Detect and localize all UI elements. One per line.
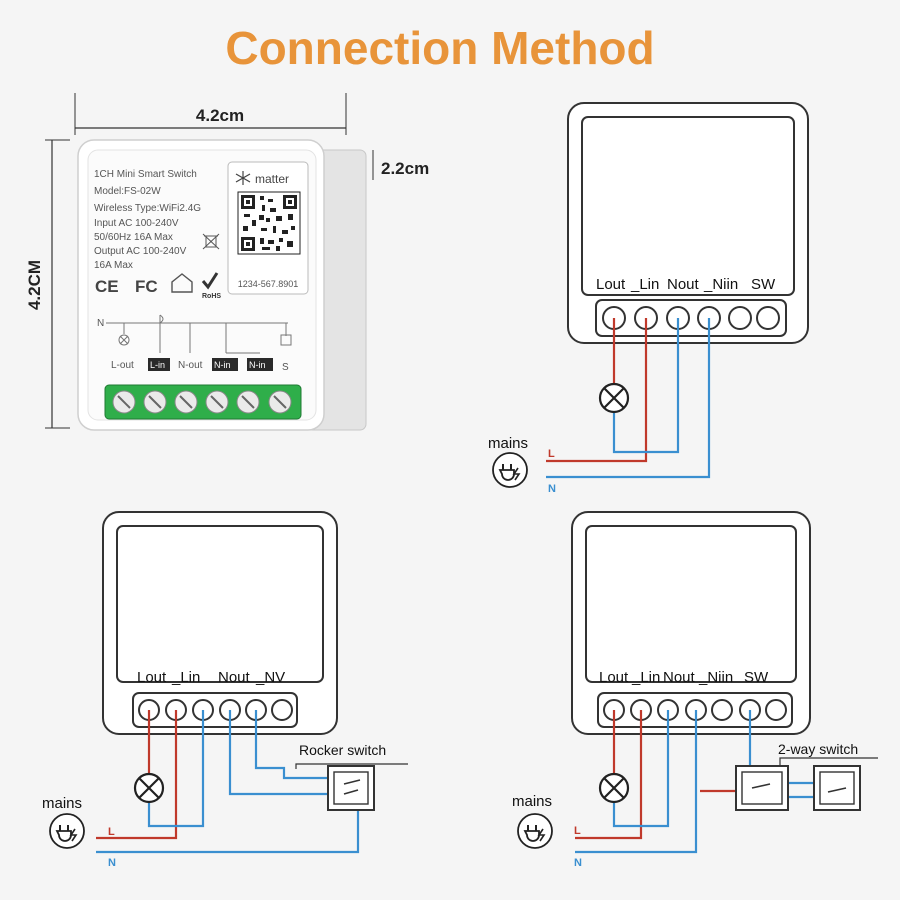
live-label: L [548,448,555,460]
lamp-icon [133,772,165,804]
serial-number: 1234-567.8901 [238,279,299,289]
switch-small-icon [280,334,292,346]
terminal-label-4: N-in [214,360,231,370]
label-lin: _Lin [630,276,659,293]
neutral-label: N [108,857,116,869]
label-nout: Nout [663,669,696,686]
device-input2: 50/60Hz 16A Max [94,232,173,243]
page-title: Connection Method [225,22,654,74]
bin-icon [202,233,220,250]
2way-switch-b-icon [813,765,861,811]
mains-label: mains [488,435,528,452]
ce-mark: CE [95,277,119,296]
device-input1: Input AC 100-240V [94,218,179,229]
check-icon [201,272,219,290]
rocker-switch-label: Rocker switch [299,742,386,758]
label-lout: Lout [596,276,626,293]
terminal-label-6: S [282,362,289,373]
terminal-label-2: L-in [150,360,165,370]
lamp-icon [598,772,630,804]
diagram-rocker-switch: Lout _Lin Nout _NV Rocker switch mains L… [42,511,408,869]
mains-plug-icon [49,813,85,849]
mains-plug-icon [492,452,528,488]
neutral-label: N [548,483,556,495]
label-lout: Lout [137,669,167,686]
label-lout: Lout [599,669,629,686]
live-label: L [108,826,115,838]
2way-switch-label: 2-way switch [778,741,858,757]
matter-brand: matter [255,172,289,186]
depth-label: 2.2cm [381,159,429,178]
matter-logo-icon [235,171,251,185]
qr-code-icon [237,191,301,255]
device-output2: 16A Max [94,260,133,271]
diagram-2way-switch: Lout _Lin Nout _Niin SW 2-way sw [512,511,878,869]
rohs-mark: RoHS [202,293,221,300]
label-sw: SW [744,669,769,686]
device-name: 1CH Mini Smart Switch [94,169,197,180]
mains-label: mains [42,795,82,812]
terminal-label-1: L-out [111,360,134,371]
label-niin: _Niin [703,276,738,293]
label-niin: _Niin [698,669,733,686]
terminal-label-3: N-out [178,360,203,371]
width-label: 4.2cm [196,106,244,125]
terminal-label-5: N-in [249,360,266,370]
height-label: 4.2CM [25,260,44,310]
rocker-switch-icon [327,765,375,811]
live-label: L [574,825,581,837]
label-lin: _Lin [631,669,660,686]
label-sw: SW [751,276,776,293]
label-nout: Nout [667,276,700,293]
neutral-marker: N [97,318,104,329]
device-wireless: Wireless Type:WiFi2.4G [94,203,201,214]
label-nout: Nout [218,669,251,686]
device-model: Model:FS-02W [94,186,161,197]
neutral-label: N [574,857,582,869]
label-nv: _NV [255,669,285,686]
home-icon [171,273,193,293]
mains-plug-icon [517,813,553,849]
lamp-icon [598,382,630,414]
fc-mark: FC [135,277,158,296]
lamp-small-icon [118,334,130,346]
2way-switch-a-icon [735,765,789,811]
device-output1: Output AC 100-240V [94,246,187,257]
label-lin: _Lin [171,669,200,686]
diagram-basic: Lout _Lin Nout _Niin SW mains L N [488,102,809,495]
mains-label: mains [512,793,552,810]
device-illustration: 4.2cm 4.2CM 2.2cm 1CH Mini Smart Switch … [25,93,429,431]
